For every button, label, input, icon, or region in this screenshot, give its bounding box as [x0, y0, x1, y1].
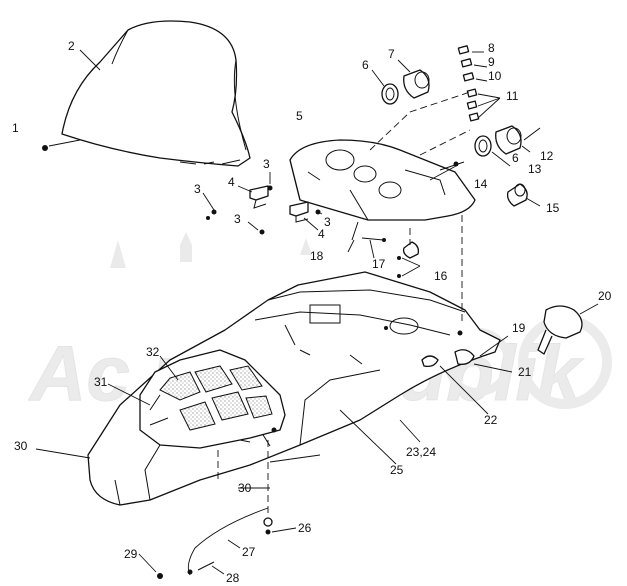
rod-18: [351, 221, 359, 241]
callout-4-b: 4: [318, 227, 325, 241]
clip-16: [397, 241, 420, 278]
callout-3-b: 3: [194, 182, 201, 196]
rod-17: [361, 237, 386, 242]
callout-labels: 1 2 3 3 3 3 4 4 5 6 6 7 8 9 10 11 12 13 …: [12, 39, 612, 585]
hood-fasteners: [271, 326, 475, 433]
callout-3-d: 3: [324, 215, 331, 229]
mirror: [537, 305, 583, 355]
gauge-stem-12: [523, 127, 541, 141]
callout-8: 8: [488, 41, 495, 55]
callout-6-a: 6: [362, 58, 369, 72]
callout-22: 22: [484, 413, 498, 427]
callout-5: 5: [296, 109, 303, 123]
callout-20: 20: [598, 289, 612, 303]
gauge-top: [403, 69, 430, 99]
callout-32: 32: [146, 345, 160, 359]
callout-21: 21: [518, 365, 532, 379]
callout-31: 31: [94, 375, 108, 389]
callout-30-a: 30: [14, 439, 28, 453]
callout-12: 12: [540, 149, 554, 163]
windshield-screw: [42, 139, 81, 151]
callout-3-c: 3: [234, 212, 241, 226]
callout-14: 14: [474, 177, 488, 191]
windshield: [61, 20, 251, 167]
callout-4-a: 4: [228, 175, 235, 189]
callout-3-a: 3: [263, 157, 270, 171]
callout-13: 13: [528, 162, 542, 176]
callout-29: 29: [124, 547, 138, 561]
gauge-bezel-right: [474, 135, 492, 157]
assembly-lines: [217, 91, 471, 515]
callout-6-b: 6: [512, 151, 519, 165]
callout-23-24: 23,24: [406, 445, 436, 459]
mounting-bracket-lower: [289, 201, 309, 223]
cable-assembly: [157, 507, 273, 579]
vent-grille: [139, 349, 286, 449]
console-panel: [289, 139, 476, 221]
callout-1: 1: [12, 121, 19, 135]
callout-30-b: 30: [238, 481, 252, 495]
callout-11: 11: [506, 89, 519, 103]
callout-26: 26: [298, 521, 312, 535]
callout-10: 10: [488, 69, 502, 83]
callout-27: 27: [242, 545, 256, 559]
leader-lines: [35, 49, 599, 575]
callout-2: 2: [68, 39, 75, 53]
screw-14: [439, 161, 465, 171]
mounting-bracket-upper: [249, 185, 269, 209]
callout-15: 15: [546, 201, 560, 215]
callout-18: 18: [310, 249, 324, 263]
callout-16: 16: [434, 269, 448, 283]
callout-25: 25: [390, 463, 404, 477]
callout-9: 9: [488, 55, 495, 69]
callout-19: 19: [512, 321, 526, 335]
small-clips: [457, 45, 480, 122]
gauge-right: [495, 125, 522, 155]
indicator-light: [506, 183, 528, 207]
callout-7: 7: [388, 47, 395, 61]
gauge-bezel-top: [381, 83, 399, 105]
callout-17: 17: [372, 257, 386, 271]
callout-28: 28: [226, 571, 240, 585]
